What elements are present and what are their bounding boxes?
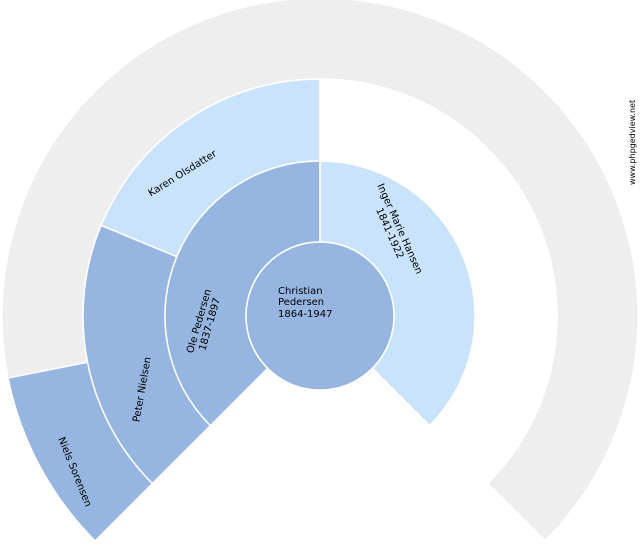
watermark-text: www.phpgedview.net bbox=[628, 99, 637, 185]
root-name-line2: Pedersen bbox=[278, 297, 324, 308]
root-label: Christian Pedersen 1864-1947 bbox=[278, 286, 333, 320]
root-years: 1864-1947 bbox=[278, 309, 333, 320]
root-name-line1: Christian bbox=[278, 286, 323, 297]
person-root-christian-pedersen[interactable] bbox=[245, 241, 395, 391]
